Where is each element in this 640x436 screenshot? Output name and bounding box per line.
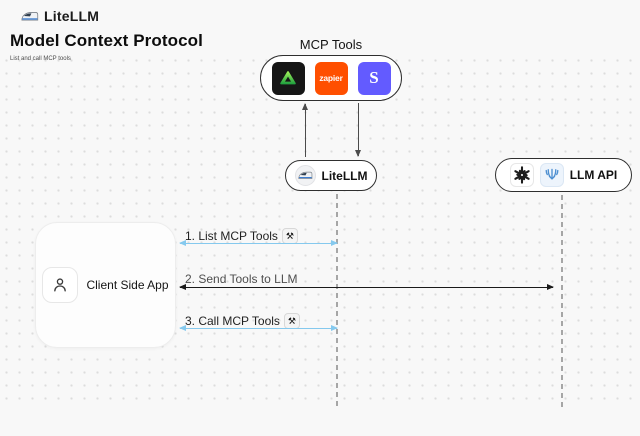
- brand: LiteLLM: [21, 8, 99, 24]
- tools-glyph: ⚒: [287, 315, 296, 326]
- litellm-node-label: LiteLLM: [321, 168, 368, 183]
- stripe-icon: S: [357, 61, 391, 95]
- llm-api-lifeline: [561, 195, 563, 407]
- step-1-arrow: [179, 239, 338, 246]
- stripe-letter: S: [369, 68, 379, 87]
- arrow-mcp-to-litellm: [354, 103, 361, 157]
- step-2-arrow: [179, 283, 554, 290]
- litellm-lifeline: [336, 194, 338, 407]
- zapier-icon: zapier: [314, 61, 348, 95]
- litellm-node: LiteLLM: [285, 160, 377, 191]
- tools-icon: ⚒: [283, 313, 300, 329]
- openai-icon: [509, 163, 534, 187]
- triangle-tool-icon: [271, 61, 305, 95]
- step-1-label-row: 1. List MCP Tools ⚒: [185, 228, 298, 244]
- page-subtitle: List and call MCP tools: [10, 56, 71, 62]
- person-icon: [42, 267, 79, 303]
- llm-provider-icon: [539, 163, 564, 187]
- mcp-tools-node: zapier S: [260, 55, 402, 101]
- llm-api-node: LLM API: [495, 158, 632, 192]
- step-2-label-row: 2. Send Tools to LLM: [185, 272, 298, 286]
- arrow-litellm-to-mcp: [301, 103, 308, 157]
- mcp-tools-label: MCP Tools: [299, 37, 363, 52]
- zapier-wordmark: zapier: [319, 73, 343, 83]
- llm-api-node-label: LLM API: [569, 168, 618, 182]
- page-title: Model Context Protocol: [10, 31, 203, 50]
- step-3-arrow: [179, 324, 338, 331]
- step-1-label: 1. List MCP Tools: [185, 229, 278, 243]
- tools-icon: ⚒: [281, 228, 298, 244]
- client-side-app-node: Client Side App: [35, 222, 176, 348]
- litellm-train-icon: [21, 10, 39, 23]
- step-3-label: 3. Call MCP Tools: [185, 314, 280, 328]
- step-3-label-row: 3. Call MCP Tools ⚒: [185, 313, 300, 329]
- client-side-app-label: Client Side App: [86, 278, 169, 292]
- step-2-label: 2. Send Tools to LLM: [185, 272, 298, 286]
- litellm-node-train-icon: [294, 165, 316, 186]
- tools-glyph: ⚒: [285, 230, 294, 241]
- brand-name: LiteLLM: [44, 8, 100, 24]
